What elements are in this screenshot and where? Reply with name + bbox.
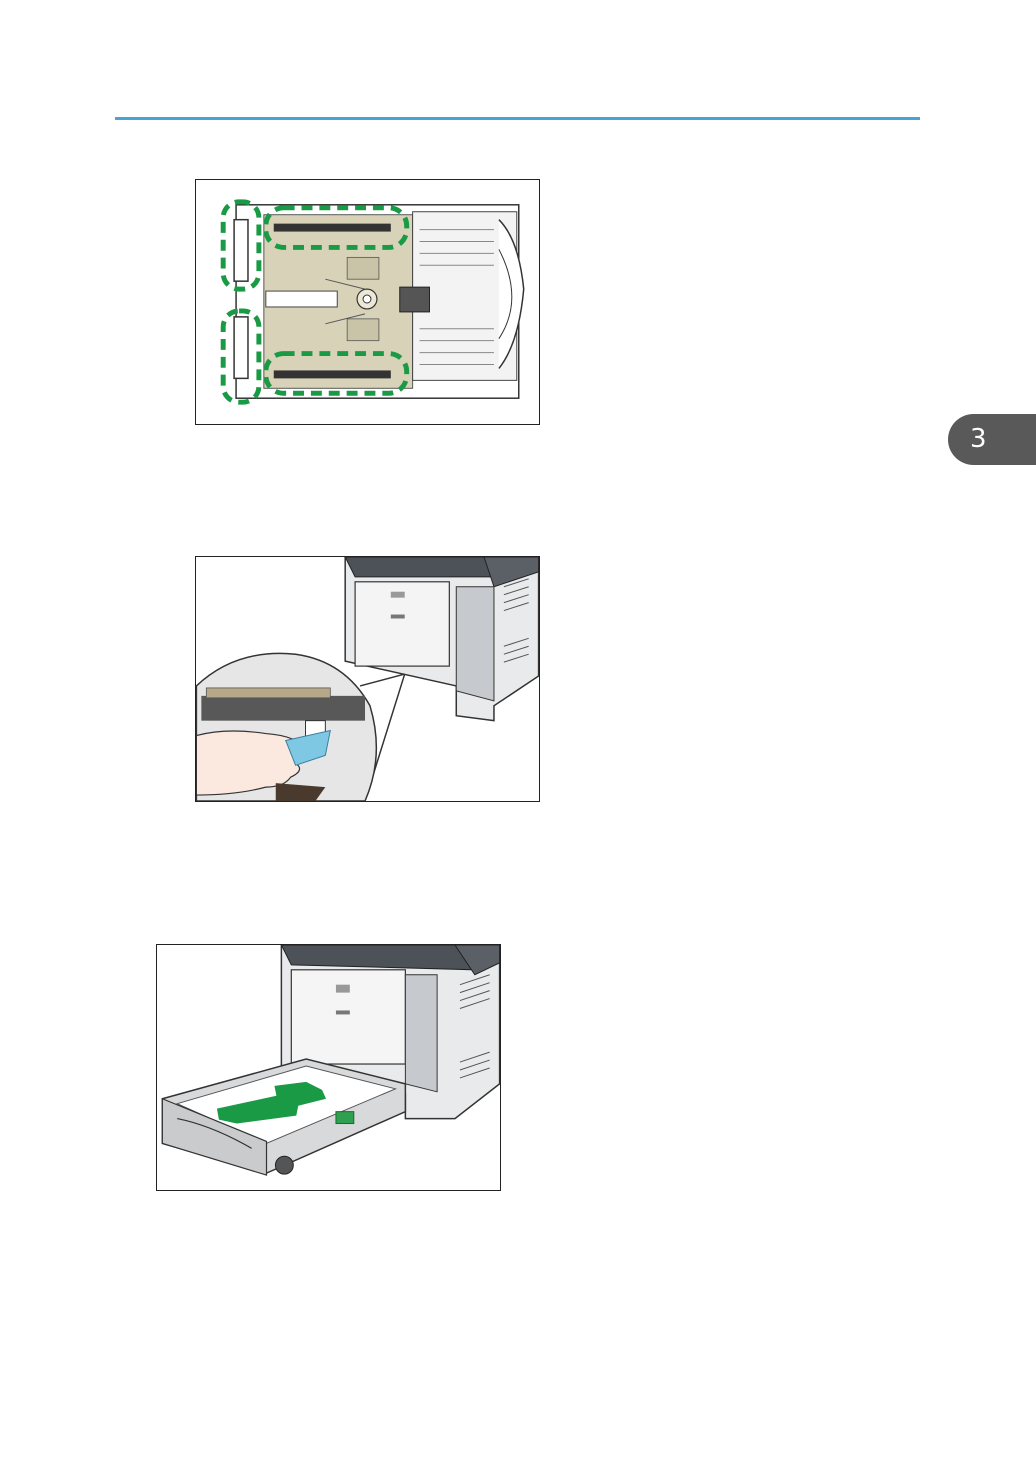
- chapter-tab[interactable]: 3: [948, 414, 1036, 465]
- header-rule: [115, 117, 920, 120]
- tray-top-view-figure: [195, 179, 540, 425]
- wipe-friction-pad-illustration: [196, 557, 539, 801]
- insert-paper-tray-figure: [156, 944, 501, 1191]
- wipe-friction-pad-figure: [195, 556, 540, 802]
- tray-top-view-illustration: [196, 180, 539, 424]
- insert-paper-tray-illustration: [157, 945, 500, 1190]
- chapter-number: 3: [970, 423, 987, 455]
